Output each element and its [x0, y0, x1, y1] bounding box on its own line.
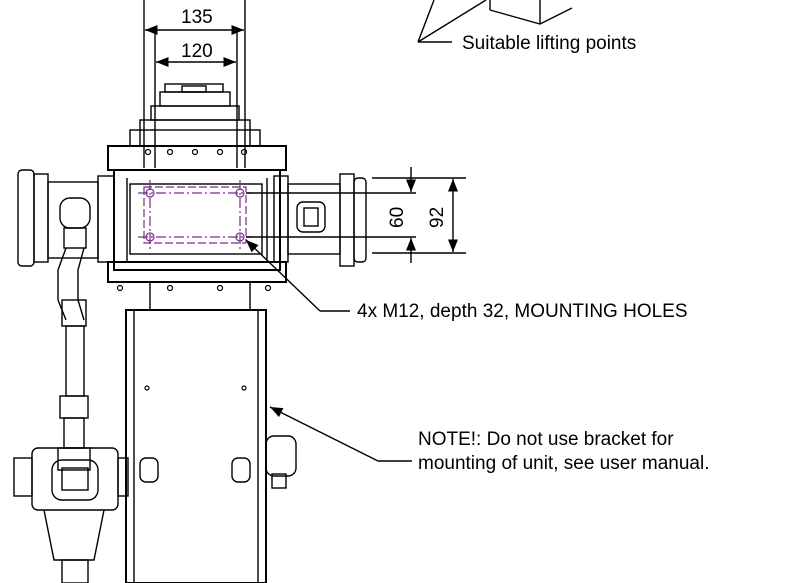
bracket — [125, 281, 297, 583]
callout-leaders — [245, 239, 412, 462]
mounting-holes-label: 4x M12, depth 32, MOUNTING HOLES — [357, 301, 688, 322]
lifting-points-label: Suitable lifting points — [462, 33, 637, 54]
lifting-point-leaders — [417, 0, 573, 43]
dimension-width — [143, 0, 246, 168]
bottom-valve — [13, 447, 129, 583]
left-port — [17, 169, 115, 267]
note-line-2: mounting of unit, see user manual. — [418, 453, 710, 474]
left-pipe — [57, 247, 91, 471]
right-port — [273, 173, 367, 267]
mounting-holes — [138, 180, 252, 250]
dimension-height — [246, 167, 466, 263]
note-line-1: NOTE!: Do not use bracket for — [418, 429, 674, 450]
dimension-label-92: 92 — [427, 206, 448, 228]
dimension-label-135: 135 — [181, 7, 213, 28]
body-bolts — [116, 148, 272, 391]
dimension-label-120: 120 — [181, 41, 213, 62]
valve-body — [107, 145, 287, 283]
dimension-label-60: 60 — [387, 206, 408, 228]
top-cap — [129, 83, 261, 147]
